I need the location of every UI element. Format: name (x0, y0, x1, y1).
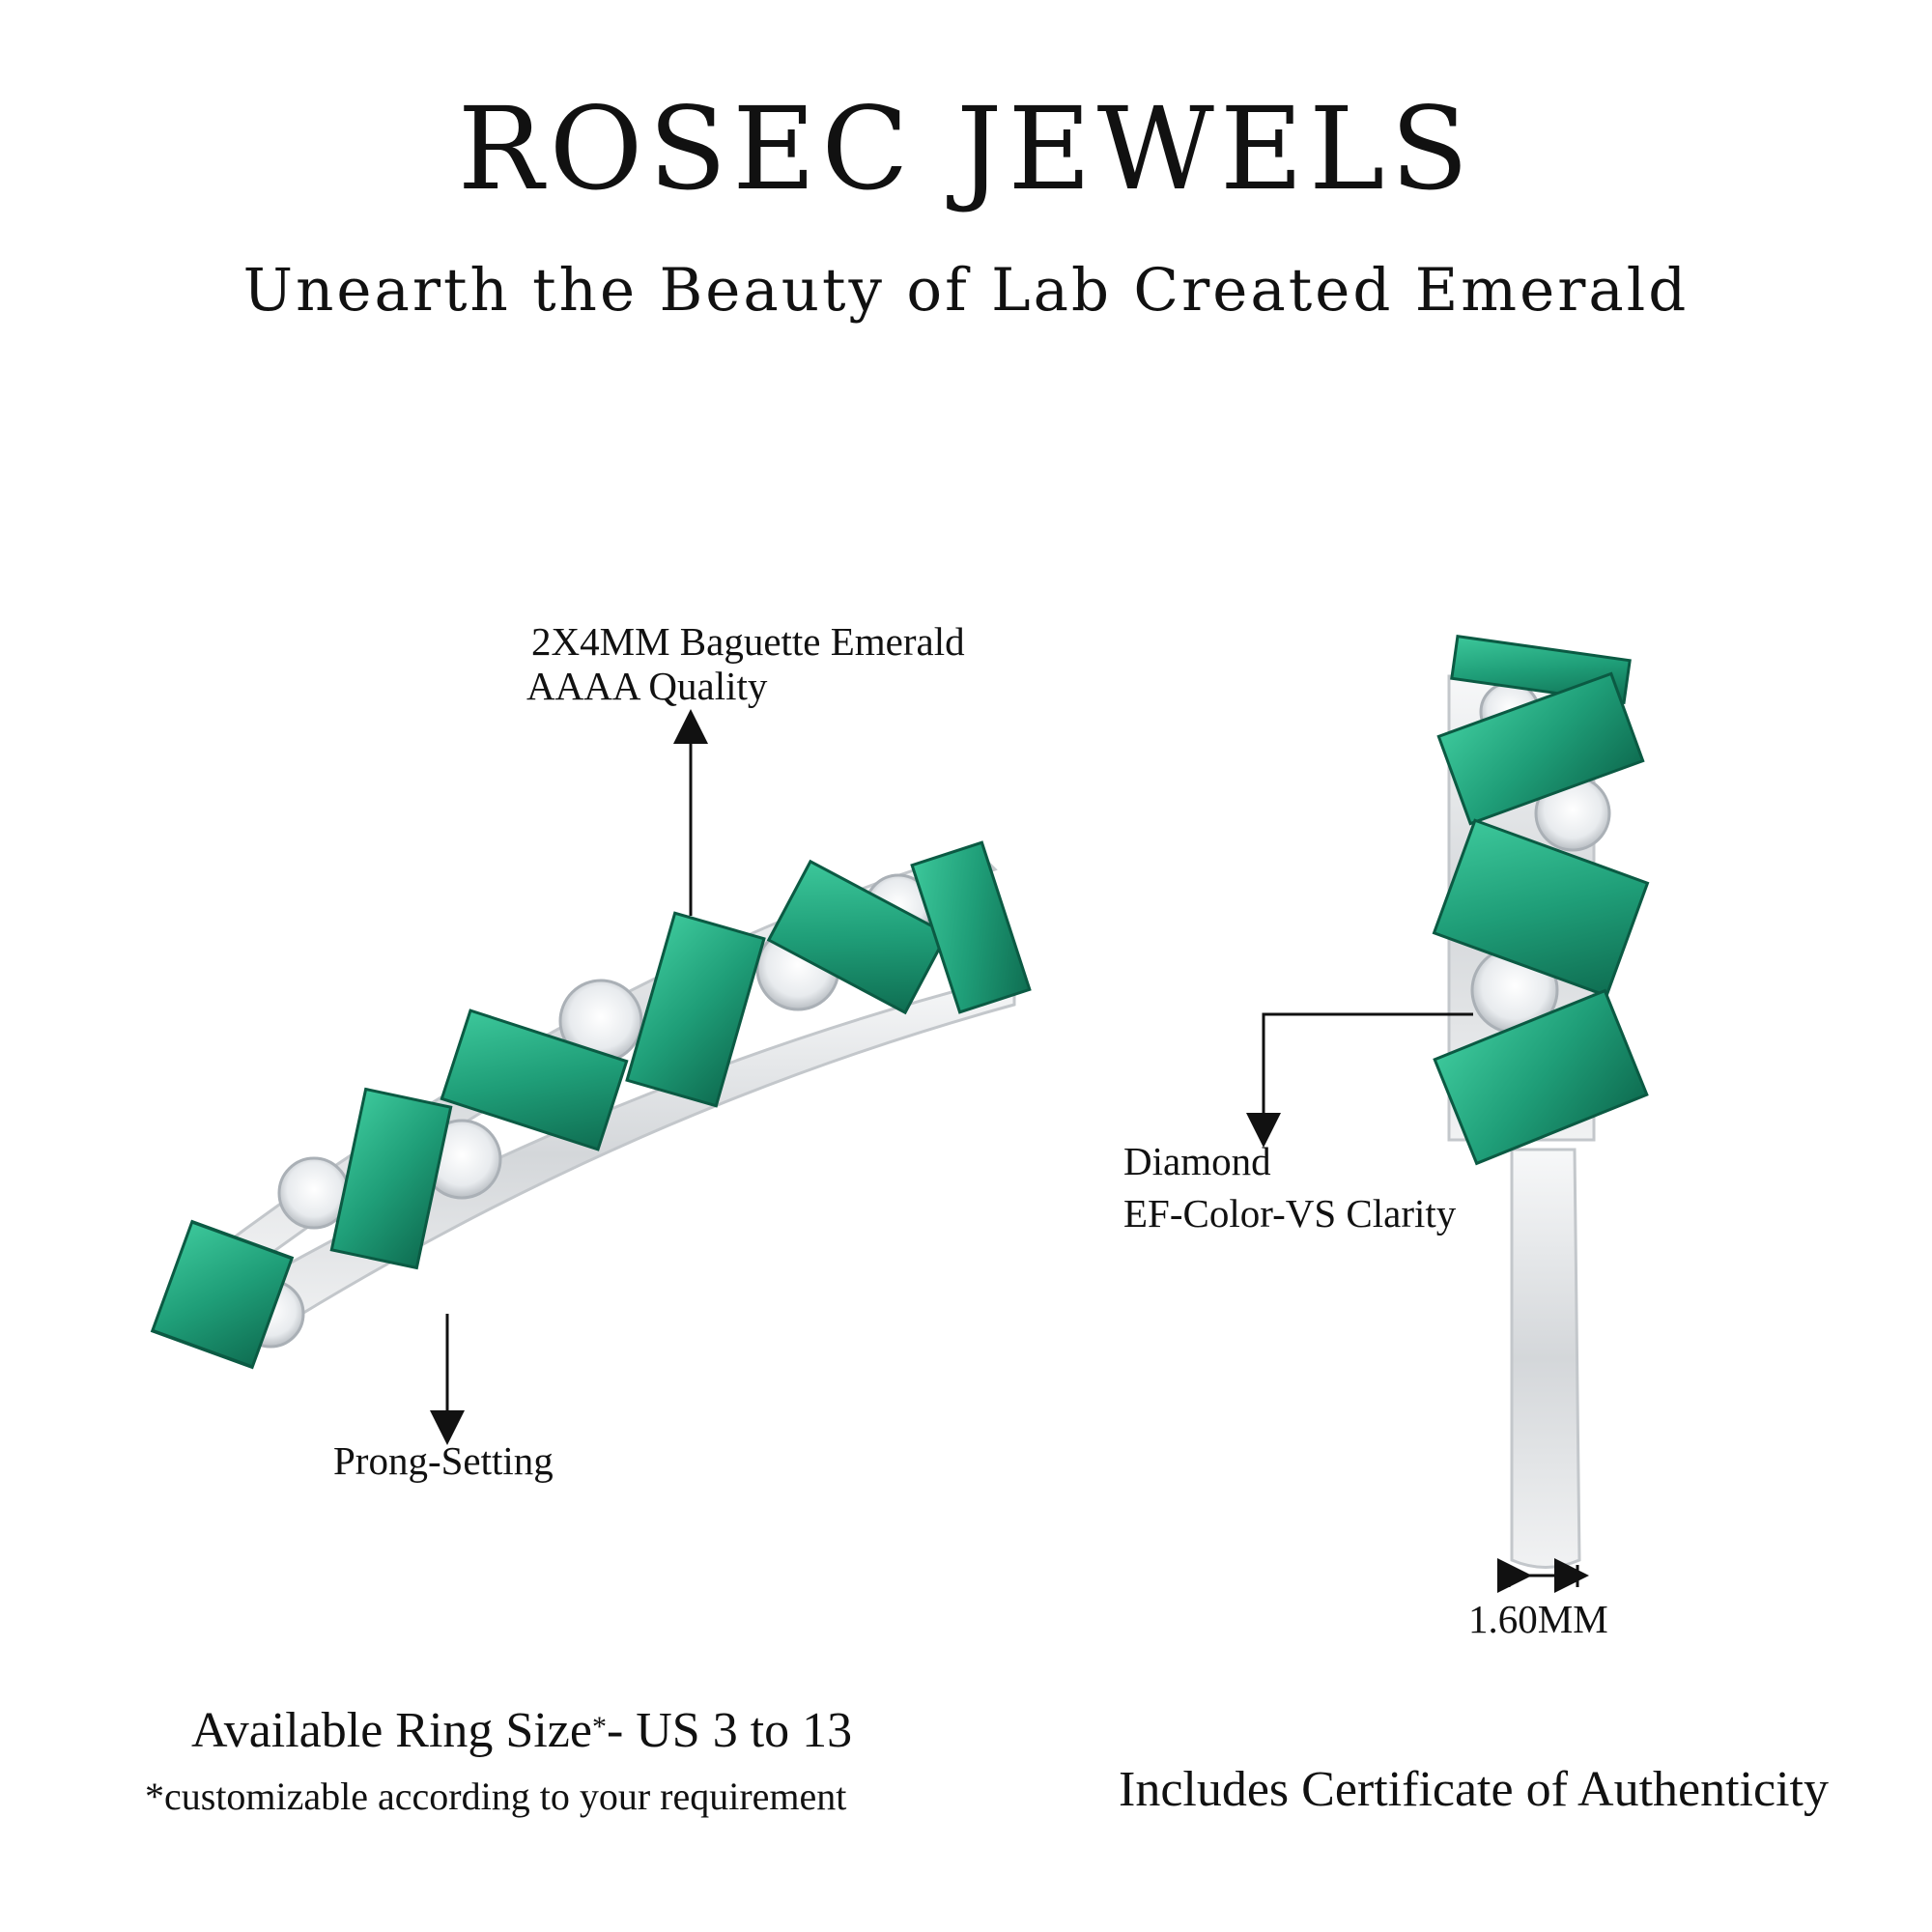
customize-note: *customizable according to your requirem… (145, 1775, 847, 1818)
emerald-stone (329, 1087, 453, 1270)
ring-size-prefix: Available Ring Size (191, 1703, 592, 1758)
band-width-label: 1.60MM (1468, 1597, 1608, 1641)
right-ring (1432, 634, 1650, 1569)
emerald-callout-line1: 2X4MM Baguette Emerald (531, 619, 965, 664)
prong-callout: Prong-Setting (333, 1438, 554, 1483)
emerald-stone (150, 1219, 295, 1370)
emerald-callout-line2: AAAA Quality (526, 664, 768, 708)
emerald-stone (766, 859, 950, 1015)
tagline: Unearth the Beauty of Lab Created Emeral… (242, 256, 1690, 325)
emerald-stone (1436, 671, 1645, 826)
diamond-pointer (1246, 1012, 1473, 1148)
brand-title: ROSEC JEWELS (457, 82, 1475, 215)
emerald-stone (440, 1009, 629, 1151)
ring-size-line: Available Ring Size*- US 3 to 13 (191, 1702, 852, 1760)
diamond-callout-line1: Diamond (1123, 1139, 1271, 1183)
emerald-stone (910, 840, 1032, 1014)
certificate-note: Includes Certificate of Authenticity (1119, 1762, 1829, 1817)
emerald-stone (625, 911, 766, 1108)
diamond-callout-line2: EF-Color-VS Clarity (1123, 1191, 1457, 1236)
ring-size-mark: * (591, 1711, 607, 1743)
ring-size-suffix: - US 3 to 13 (606, 1703, 853, 1758)
emerald-stone (1432, 818, 1650, 998)
left-ring (150, 840, 1032, 1370)
emerald-stone (1433, 988, 1649, 1166)
